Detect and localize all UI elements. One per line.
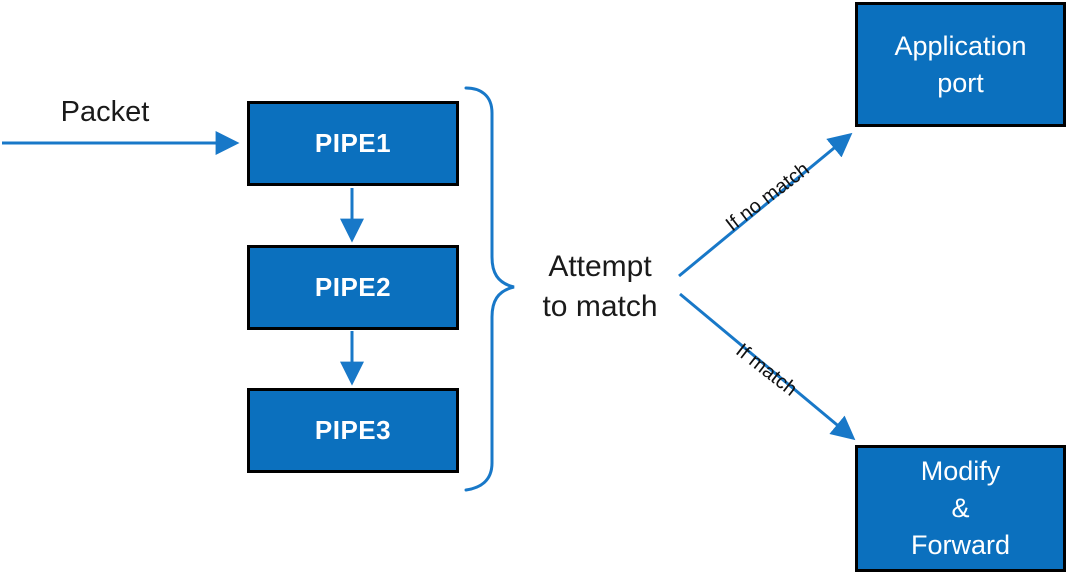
no-match-arrow [678,132,853,278]
pipe2-box: PIPE2 [247,245,459,330]
application-port-line1: Application [894,30,1027,61]
attempt-to-match-label: Attempt to match [522,247,678,327]
pipe2-label: PIPE2 [314,272,392,302]
match-arrow [679,292,856,441]
grouping-brace [464,86,515,492]
pipe3-label: PIPE3 [314,415,392,445]
pipe3-box: PIPE3 [247,388,459,473]
modify-forward-line1: Modify [920,456,1001,486]
attempt-label-line2: to match [542,290,658,323]
application-port-box: Application port [855,2,1066,127]
modify-forward-line3: Forward [910,530,1011,560]
modify-forward-box: Modify & Forward [855,445,1066,572]
packet-label: Packet [60,96,150,128]
attempt-label-line1: Attempt [548,250,652,283]
pipe1-box: PIPE1 [247,101,459,186]
application-port-line2: port [937,67,984,98]
modify-forward-line2: & [951,493,970,523]
pipe1-label: PIPE1 [314,128,392,158]
